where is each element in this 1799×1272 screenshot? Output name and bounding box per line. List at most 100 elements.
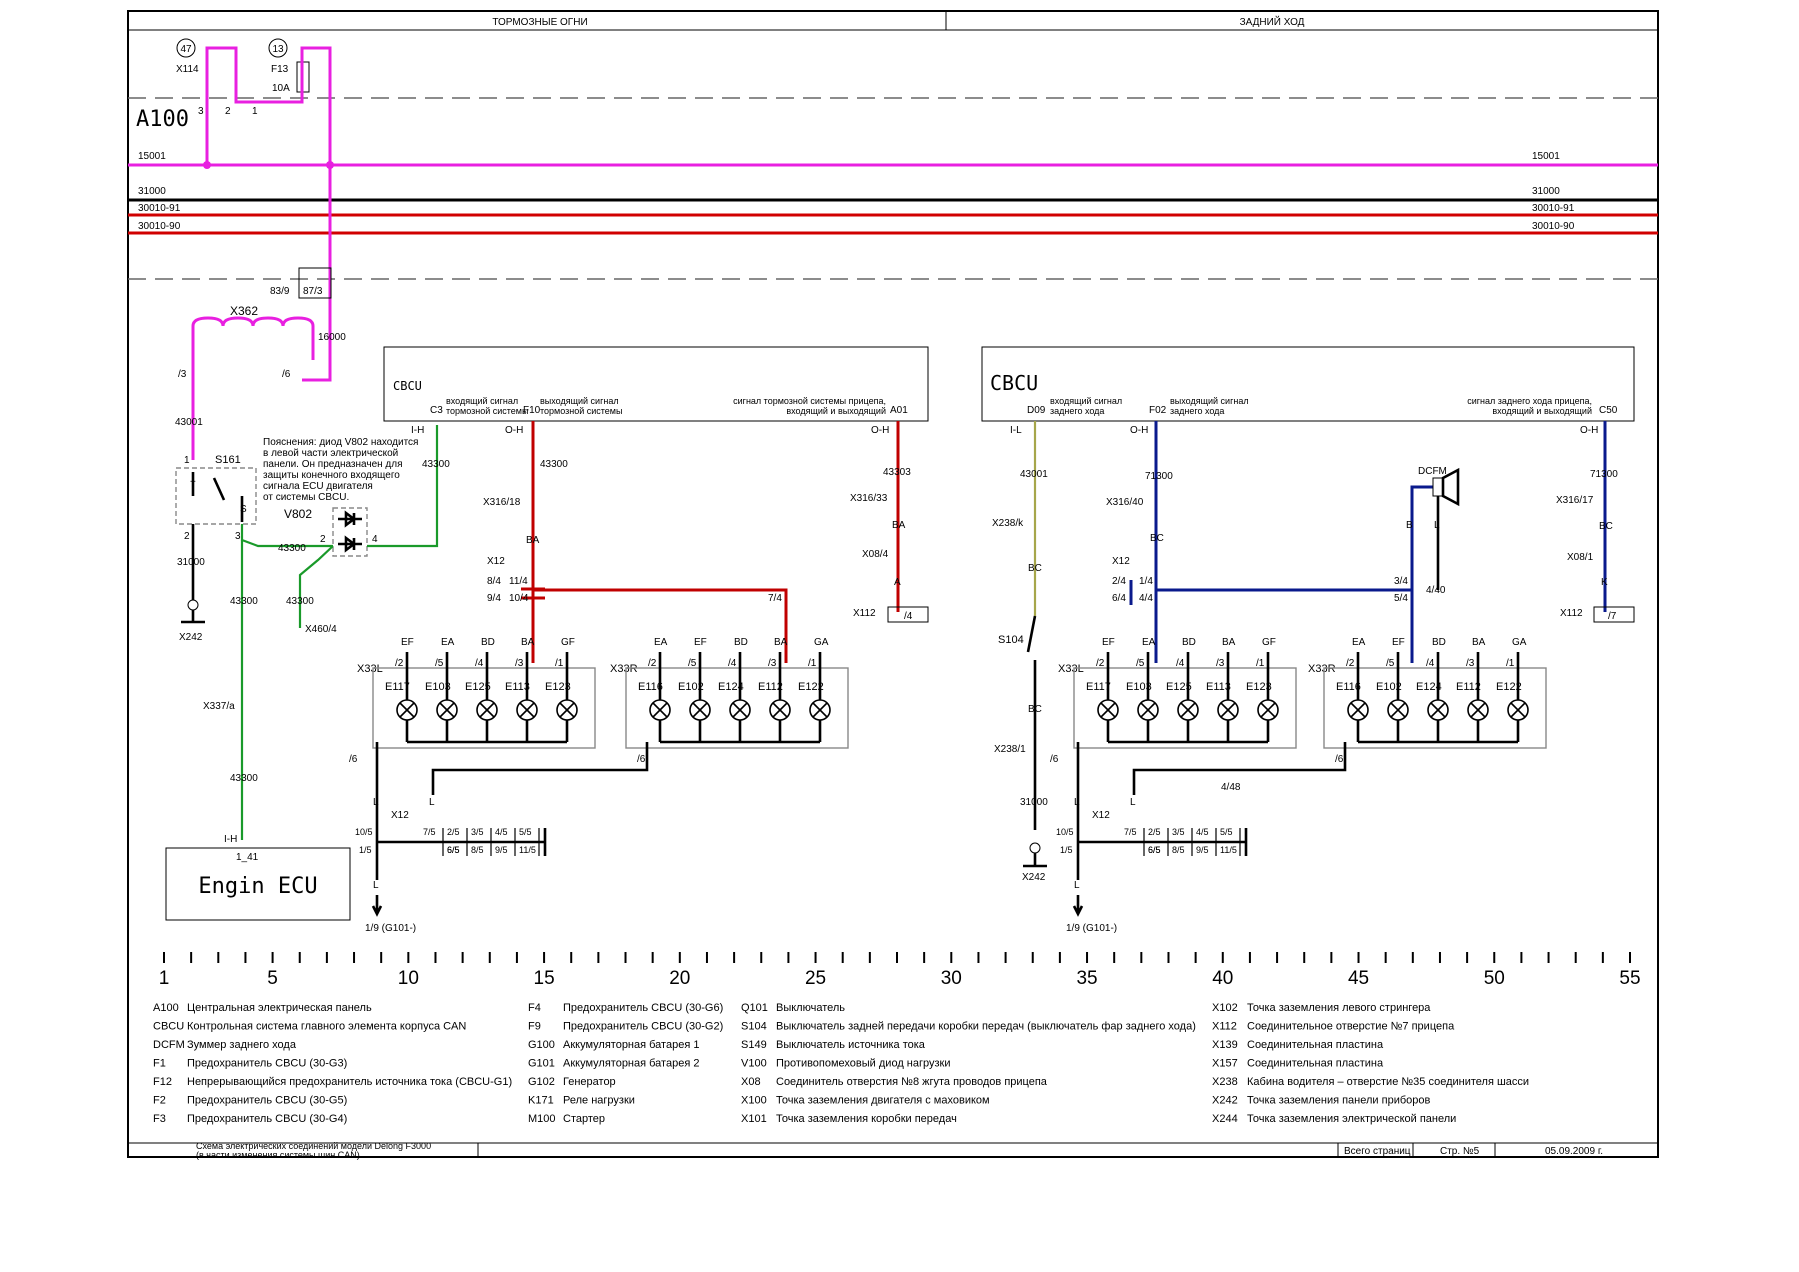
cbcu-left-a01-desc: сигнал тормозной системы прицепа,входящи… [733,396,886,416]
legend-code: Q101 [741,1002,768,1014]
wire-code: EF [694,637,707,648]
scale-label: 10 [398,968,419,989]
lamp-pin: /3 [1216,658,1225,669]
legend-description: Соединитель отверстия №8 жгута проводов … [776,1076,1048,1088]
ground-pin-label: 11/5 [519,845,536,855]
pin-7-4: 7/4 [768,593,782,604]
lamp-pin: /3 [515,658,524,669]
relay-pin-87-3: 87/3 [303,286,323,297]
lamp-bulb-icon [1387,699,1409,721]
wire-a: A [894,577,901,588]
lamp-group-left-x33l: X33LEF/2E117EA/5E103BD/4E125BA/3E113GF/1… [357,637,596,749]
x316-17: X316/17 [1556,495,1594,506]
wire-bc-olive: BC [1028,563,1042,574]
v802-note: Пояснения: диод V802 находится в левой ч… [263,437,421,503]
ground-wire-l: L [1074,797,1080,808]
cbcu-right-f02: F02 [1149,405,1167,416]
ground-pin-label: 3/5 [471,827,484,837]
legend-description: Точка заземления панели приборов [1247,1095,1430,1107]
wire-code: EF [1392,637,1405,648]
lamp-pin: /2 [1096,658,1105,669]
pin-11-4: 11/4 [509,576,528,587]
lamp-pin: /2 [648,658,657,669]
x112-right: X112 [1560,608,1583,619]
legend-description: Аккумуляторная батарея 2 [563,1058,699,1070]
ground-x12: X12 [391,810,409,821]
lamp-pin: /5 [1136,658,1145,669]
lamp-groups: X33LEF/2E117EA/5E103BD/4E125BA/3E113GF/1… [357,637,1547,749]
legend-description: Зуммер заднего хода [187,1039,297,1051]
lamp-pin: /2 [1346,658,1355,669]
lamp-bulb-icon [516,699,538,721]
footer-doc-title: Схема электрических соединений модели De… [196,1141,431,1160]
legend-code: X101 [741,1113,767,1125]
scale-label: 15 [534,968,555,989]
pin-3-4: 3/4 [1394,576,1408,587]
cbcu-left-f10: F10 [523,405,541,416]
cbcu-left-box [383,346,929,422]
legend-code: S104 [741,1021,767,1033]
lamp-pin: /5 [1386,658,1395,669]
scale-label: 45 [1348,968,1369,989]
legend-description: Контрольная система главного элемента ко… [187,1021,466,1033]
s161-s: S [240,504,247,515]
f13-rating: 10A [272,83,290,94]
ground-pin-label: 8/5 [1172,845,1185,855]
cbcu-left-title: CBCU [393,379,422,393]
wire-ba-2: BA [892,520,906,531]
lamp-bulb-icon [1467,699,1489,721]
wire-code: GF [561,637,575,648]
lamp-e113: E113 [505,681,530,693]
ground-wire-l: L [373,880,379,891]
legend-description: Точка заземления электрической панели [1247,1113,1456,1125]
legend-description: Предохранитель CBCU (30-G4) [187,1113,347,1125]
wire-code: BD [481,637,495,648]
wire-code: EA [1352,637,1366,648]
legend-code: F2 [153,1095,166,1107]
s161-label: S161 [215,454,241,466]
wire-code: EF [1102,637,1115,648]
x242-right: X242 [1022,872,1046,883]
dcfm-pin-l: L [1434,520,1440,531]
footer-date: 05.09.2009 г. [1545,1146,1603,1157]
ground-pin: /6 [1335,754,1344,765]
lamp-pin: /1 [808,658,817,669]
legend-description: Выключатель источника тока [776,1039,926,1051]
cbcu-right-oh-2: O-H [1580,425,1598,436]
ecu-pin-1-41: 1_41 [236,852,259,863]
footer-page-number: Стр. №5 [1440,1146,1480,1157]
v802-diode [332,507,368,557]
header-left-title: ТОРМОЗНЫЕ ОГНИ [492,17,587,28]
rail-label-15001-right: 15001 [1532,151,1560,162]
scale-label: 40 [1212,968,1233,989]
ground-pin-label: 2/5 [447,827,460,837]
ground-pin-label: 9/5 [495,845,508,855]
lamp-e103: E103 [1126,681,1152,693]
ground-return [375,742,649,795]
x316-18: X316/18 [483,497,521,508]
wire-code: EA [1142,637,1156,648]
wire-31000-right: 31000 [1020,797,1048,808]
scale-label: 5 [267,968,278,989]
ground-pin-label: 9/5 [1196,845,1209,855]
cbcu-left-ih: I-H [411,425,424,436]
wire-43303: 43303 [883,467,911,478]
pin-4-4: 4/4 [1139,593,1153,604]
wire-bc-blue: BC [1150,533,1164,544]
connector-x33l: X33L [357,663,383,675]
wire-code: GF [1262,637,1276,648]
dcfm-pin-b: B [1406,520,1413,531]
lamp-group-right-x33r: X33REA/2E116EF/5E102BD/4E124BA/3E112GA/1… [1308,637,1547,749]
legend-description: Предохранитель CBCU (30-G5) [187,1095,347,1107]
x238-k: X238/k [992,518,1024,529]
lamp-pin: /1 [1256,658,1265,669]
x242-left: X242 [179,632,203,643]
legend-code: V100 [741,1058,767,1070]
legend-description: Центральная электрическая панель [187,1002,372,1014]
ground-wire-l: L [429,797,435,808]
x112-pin-4: /4 [904,611,913,622]
